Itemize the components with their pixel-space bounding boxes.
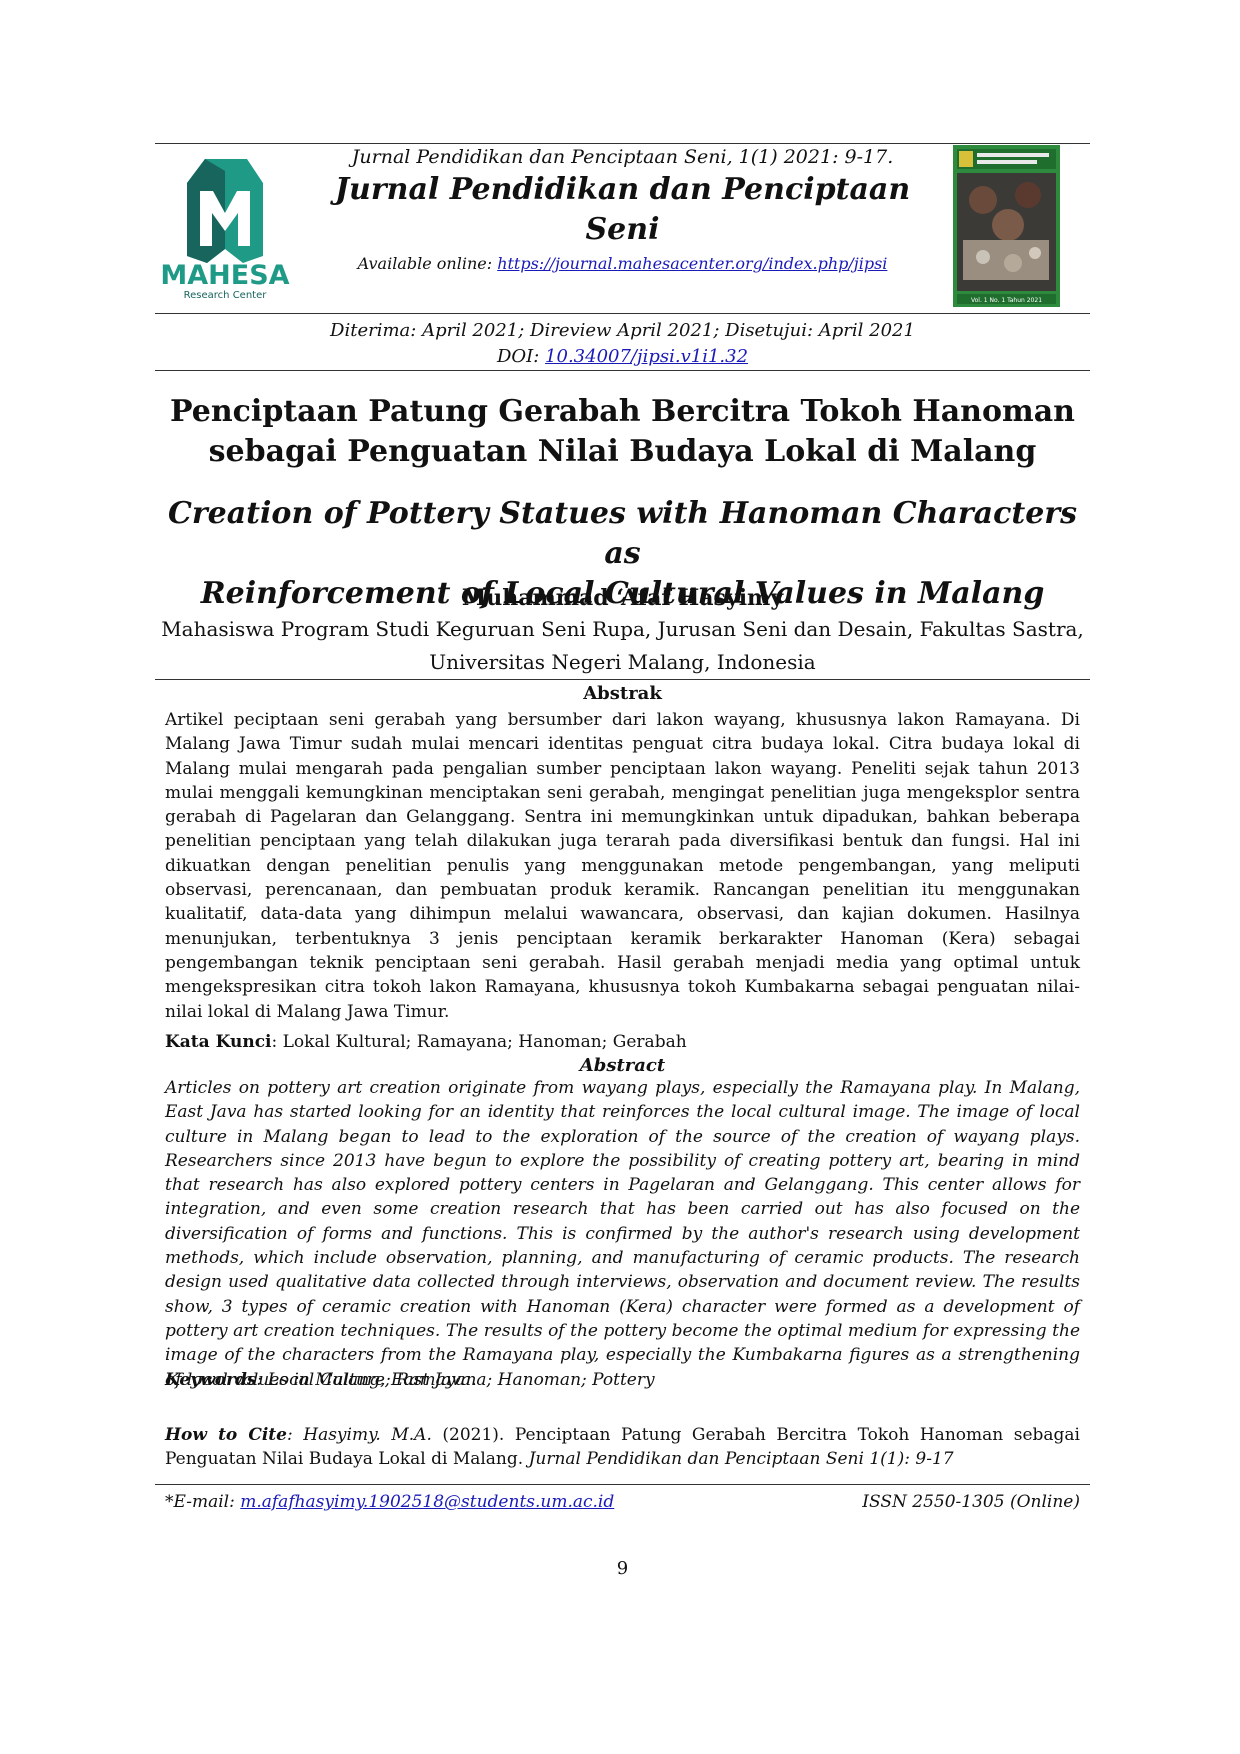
abstract-text: Articles on pottery art creation origina…	[165, 1078, 1080, 1390]
title-indonesian: Penciptaan Patung Gerabah Bercitra Tokoh…	[155, 392, 1090, 472]
author-name: Muhammad ‘Afaf Hasyimy	[461, 585, 784, 611]
how-to-cite: How to Cite: Hasyimy. M.A. (2021). Penci…	[165, 1423, 1080, 1471]
footer-rule	[155, 1484, 1090, 1485]
available-label: Available online:	[357, 254, 498, 273]
header-top-rule	[155, 143, 1090, 144]
how-to-cite-author: : Hasyimy. M.A.	[286, 1425, 432, 1445]
mahesa-logo: MAHESA Research Center	[155, 151, 295, 301]
doi-label: DOI:	[496, 346, 546, 367]
cover-volume-label: Vol. 1 No. 1 Tahun 2021	[971, 297, 1042, 304]
how-to-cite-body: (2021). Penciptaan Patung Gerabah Bercit…	[165, 1425, 1080, 1469]
dates-line: Diterima: April 2021; Direview April 202…	[330, 320, 915, 341]
page-number: 9	[616, 1558, 629, 1579]
title-id-line2: sebagai Penguatan Nilai Budaya Lokal di …	[208, 434, 1037, 469]
keywords-line: Keywords: Local Culture; Ramayana; Hanom…	[165, 1368, 1080, 1392]
how-to-cite-label: How to Cite	[165, 1425, 287, 1445]
dates-bottom-rule	[155, 370, 1090, 371]
keywords-text: : Local Culture; Ramayana; Hanoman; Pott…	[256, 1370, 655, 1390]
abstract-heading: Abstract	[579, 1055, 666, 1076]
title-id-line1: Penciptaan Patung Gerabah Bercitra Tokoh…	[170, 394, 1075, 429]
journal-cover-image: Vol. 1 No. 1 Tahun 2021	[953, 145, 1060, 307]
cover-image-icon: Vol. 1 No. 1 Tahun 2021	[953, 145, 1060, 307]
submission-dates: Diterima: April 2021; Direview April 202…	[155, 318, 1090, 370]
email-link[interactable]: m.afafhasyimy.1902518@students.um.ac.id	[240, 1492, 615, 1512]
affiliation-line2: Universitas Negeri Malang, Indonesia	[429, 650, 816, 674]
kata-kunci-line: Kata Kunci: Lokal Kultural; Ramayana; Ha…	[165, 1030, 1080, 1054]
abstrak-text: Artikel peciptaan seni gerabah yang bers…	[165, 710, 1080, 1022]
header-bottom-rule	[155, 313, 1090, 314]
doi-link[interactable]: 10.34007/jipsi.v1i1.32	[545, 346, 749, 367]
doi-line: DOI: 10.34007/jipsi.v1i1.32	[155, 344, 1090, 370]
title-english: Creation of Pottery Statues with Hanoman…	[155, 494, 1090, 614]
logo-subtext: Research Center	[184, 290, 268, 301]
kata-kunci-text: : Lokal Kultural; Ramayana; Hanoman; Ger…	[271, 1032, 687, 1052]
issn: ISSN 2550-1305 (Online)	[862, 1492, 1080, 1512]
journal-header: MAHESA Research Center Jurnal Pendidikan…	[155, 143, 1090, 313]
title-en-line2: Reinforcement of Local Cultural Values i…	[200, 576, 1045, 611]
journal-url-link[interactable]: https://journal.mahesacenter.org/index.p…	[497, 254, 888, 273]
title-en-line1: Creation of Pottery Statues with Hanoman…	[167, 496, 1078, 571]
header-text: Jurnal Pendidikan dan Penciptaan Seni, 1…	[300, 143, 945, 275]
author-affiliation: Mahasiswa Program Studi Keguruan Seni Ru…	[155, 613, 1090, 679]
how-to-cite-source: Jurnal Pendidikan dan Penciptaan Seni 1(…	[528, 1449, 954, 1469]
logo-wordmark: MAHESA	[160, 260, 289, 291]
availability-line: Available online: https://journal.mahesa…	[300, 253, 945, 275]
footer: *E-mail: m.afafhasyimy.1902518@students.…	[165, 1490, 1080, 1514]
affiliation-bottom-rule	[155, 679, 1090, 680]
keywords-label: Keywords	[165, 1370, 257, 1390]
email-label: *E-mail:	[165, 1492, 241, 1512]
abstrak-heading: Abstrak	[583, 683, 662, 704]
mahesa-logo-icon: MAHESA Research Center	[160, 159, 290, 301]
kata-kunci-label: Kata Kunci	[165, 1032, 272, 1052]
affiliation-line1: Mahasiswa Program Studi Keguruan Seni Ru…	[161, 617, 1084, 641]
journal-title: Jurnal Pendidikan dan Penciptaan Seni	[334, 172, 911, 247]
journal-cite-line: Jurnal Pendidikan dan Penciptaan Seni, 1…	[351, 146, 894, 168]
